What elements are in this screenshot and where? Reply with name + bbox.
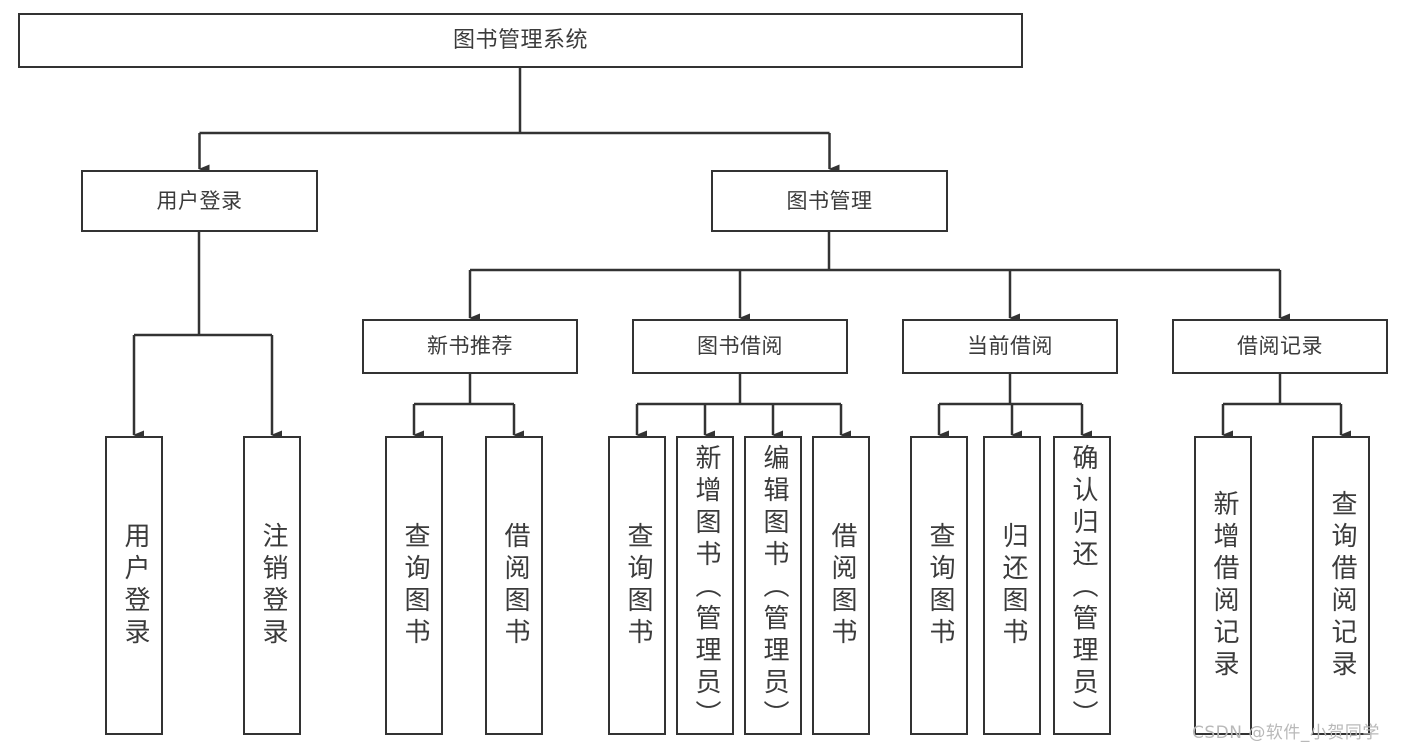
node-root[interactable]: 图书管理系统 <box>18 13 1023 68</box>
node-label-user-login: 用户登录 <box>156 188 243 213</box>
node-leaf-return-book[interactable]: 归还图书 <box>983 436 1041 735</box>
node-label-leaf-query-record: 查询借阅记录 <box>1326 489 1357 682</box>
node-leaf-borrow-book-2[interactable]: 借阅图书 <box>812 436 870 735</box>
node-leaf-query-book-2[interactable]: 查询图书 <box>608 436 666 735</box>
node-label-leaf-query-book-3: 查询图书 <box>924 521 955 650</box>
node-label-leaf-borrow-book-1: 借阅图书 <box>499 521 530 650</box>
node-leaf-query-book-1[interactable]: 查询图书 <box>385 436 443 735</box>
node-leaf-edit-book[interactable]: 编辑图书（管理员） <box>744 436 802 735</box>
node-label-leaf-add-book: 新增图书（管理员） <box>690 444 721 732</box>
node-label-leaf-confirm-return: 确认归还（管理员） <box>1067 444 1098 732</box>
node-label-leaf-edit-book: 编辑图书（管理员） <box>758 444 789 732</box>
node-label-book-manage: 图书管理 <box>786 188 873 213</box>
node-label-leaf-query-book-1: 查询图书 <box>399 521 430 650</box>
node-book-manage[interactable]: 图书管理 <box>711 170 948 232</box>
node-leaf-add-record[interactable]: 新增借阅记录 <box>1194 436 1252 735</box>
node-label-leaf-return-book: 归还图书 <box>997 521 1028 650</box>
node-label-leaf-query-book-2: 查询图书 <box>622 521 653 650</box>
node-label-borrow-record: 借阅记录 <box>1237 334 1323 359</box>
node-leaf-query-book-3[interactable]: 查询图书 <box>910 436 968 735</box>
edge-group <box>132 68 1351 440</box>
node-label-new-book-rec: 新书推荐 <box>427 334 513 359</box>
node-leaf-confirm-return[interactable]: 确认归还（管理员） <box>1053 436 1111 735</box>
node-new-book-rec[interactable]: 新书推荐 <box>362 319 578 374</box>
node-label-book-borrow: 图书借阅 <box>697 334 783 359</box>
node-label-leaf-logout: 注销登录 <box>257 521 288 650</box>
node-label-leaf-user-login: 用户登录 <box>119 521 150 650</box>
watermark: CSDN @软件_小贺同学 <box>1192 723 1380 743</box>
node-label-current-borrow: 当前借阅 <box>967 334 1053 359</box>
node-label-leaf-add-record: 新增借阅记录 <box>1208 489 1239 682</box>
node-leaf-logout[interactable]: 注销登录 <box>243 436 301 735</box>
node-borrow-record[interactable]: 借阅记录 <box>1172 319 1388 374</box>
node-book-borrow[interactable]: 图书借阅 <box>632 319 848 374</box>
node-leaf-user-login[interactable]: 用户登录 <box>105 436 163 735</box>
node-leaf-borrow-book-1[interactable]: 借阅图书 <box>485 436 543 735</box>
node-user-login[interactable]: 用户登录 <box>81 170 318 232</box>
node-label-leaf-borrow-book-2: 借阅图书 <box>826 521 857 650</box>
node-current-borrow[interactable]: 当前借阅 <box>902 319 1118 374</box>
node-leaf-query-record[interactable]: 查询借阅记录 <box>1312 436 1370 735</box>
node-label-root: 图书管理系统 <box>452 27 588 53</box>
node-leaf-add-book[interactable]: 新增图书（管理员） <box>676 436 734 735</box>
